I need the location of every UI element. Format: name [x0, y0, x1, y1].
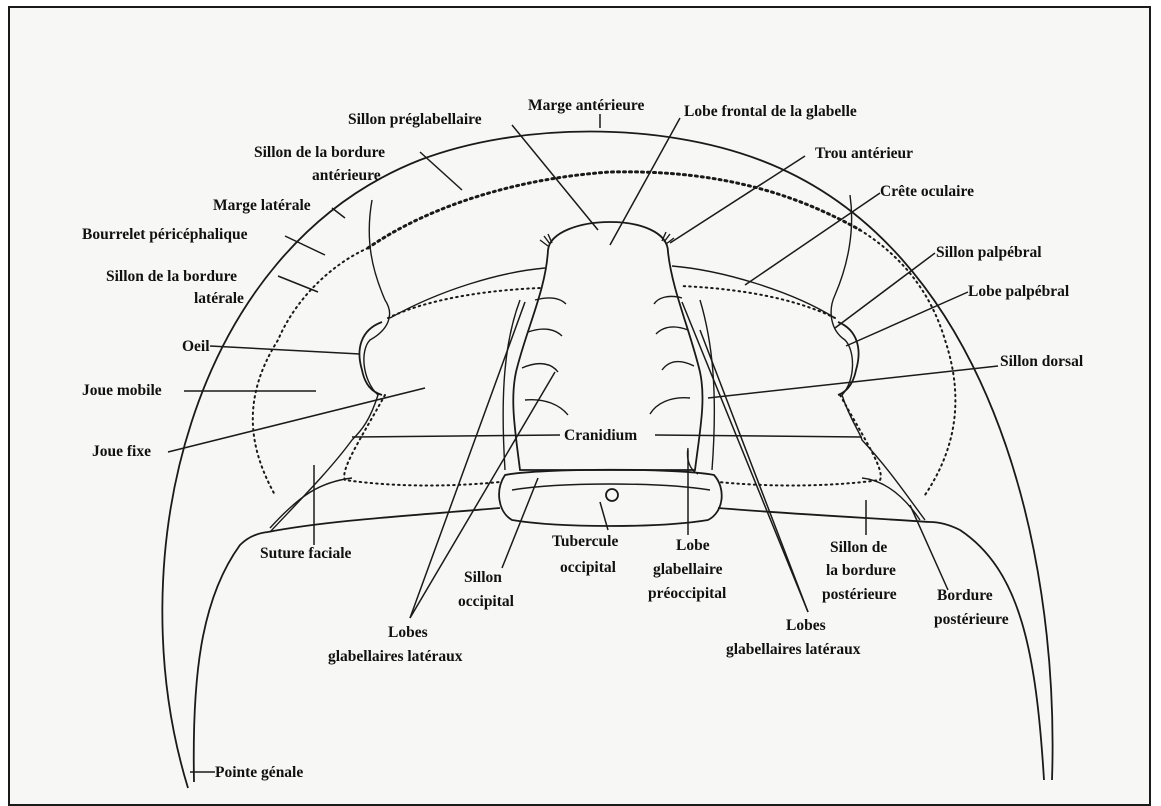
label-crete-oculaire: Crête oculaire	[880, 183, 974, 200]
label-lobes-lat-left-1: Lobes	[388, 624, 428, 641]
label-lobe-preoccipital-1: Lobe	[676, 537, 710, 554]
label-lobe-preoccipital-3: préoccipital	[648, 585, 727, 602]
label-lobes-lat-left-2: glabellaires latéraux	[328, 648, 463, 665]
label-sillon-occipital-1: Sillon	[464, 569, 502, 586]
label-joue-mobile: Joue mobile	[82, 382, 162, 399]
label-sillon-palpebral: Sillon palpébral	[936, 244, 1042, 261]
label-oeil: Oeil	[182, 338, 210, 355]
label-bordure-posterieure-1: Bordure	[937, 587, 993, 604]
label-sillon-bordure-anterieure-1: Sillon de la bordure	[254, 144, 385, 161]
label-sillon-bordure-anterieure-2: antérieure	[312, 167, 381, 184]
label-sillon-bordure-posterieure-1: Sillon de	[830, 539, 887, 556]
leader-sillon-preglabellaire	[512, 125, 598, 230]
label-pointe-genale: Pointe génale	[215, 764, 303, 781]
leader-cranidium-right	[655, 435, 862, 437]
label-lobe-palpebral: Lobe palpébral	[968, 283, 1070, 300]
glabellar-furrow-l1	[535, 298, 566, 304]
eye-left	[359, 322, 382, 395]
label-lobe-frontal: Lobe frontal de la glabelle	[684, 103, 857, 120]
lateral-border-furrow-right	[860, 230, 955, 495]
ocular-ridge-right	[672, 266, 835, 318]
genal-spine-right-inner	[930, 522, 1044, 780]
leader-marge-laterale	[332, 208, 345, 218]
labels: Marge antérieure Lobe frontal de la glab…	[82, 97, 1084, 781]
leader-bordure-posterieure	[910, 505, 948, 590]
label-suture-faciale: Suture faciale	[260, 545, 352, 562]
leader-sillon-bordure-laterale	[278, 276, 318, 292]
posterior-border-left	[268, 508, 500, 532]
leader-trou-anterieur	[670, 156, 805, 243]
label-lobes-lat-right-2: glabellaires latéraux	[726, 641, 861, 658]
fixed-cheek-dotted-left	[344, 288, 540, 486]
label-trou-anterieur: Trou antérieur	[815, 145, 913, 162]
glabellar-furrow-r3	[662, 362, 694, 370]
label-sillon-preglabellaire: Sillon préglabellaire	[348, 111, 482, 128]
leader-lobe-palpebral	[846, 292, 968, 346]
label-tubercule-1: Tubercule	[552, 533, 618, 550]
cephalon-outer-margin	[162, 132, 1052, 789]
label-sillon-dorsal: Sillon dorsal	[1000, 353, 1084, 370]
leader-sillon-dorsal	[708, 366, 998, 398]
leader-sillon-bordure-anterieure	[420, 152, 462, 190]
label-bourrelet: Bourrelet péricéphalique	[82, 226, 248, 243]
label-lobes-lat-right-1: Lobes	[786, 617, 826, 634]
label-sillon-bordure-laterale-2: latérale	[194, 290, 244, 307]
leader-bourrelet	[285, 236, 325, 255]
label-marge-laterale: Marge latérale	[213, 197, 311, 214]
label-lobe-preoccipital-2: glabellaire	[653, 561, 723, 578]
posterior-border-right	[718, 508, 930, 522]
label-cranidium: Cranidium	[564, 427, 637, 444]
label-sillon-bordure-posterieure-2: la bordure	[826, 562, 896, 579]
label-bordure-posterieure-2: postérieure	[934, 611, 1009, 628]
label-sillon-bordure-posterieure-3: postérieure	[822, 586, 897, 603]
label-tubercule-2: occipital	[560, 559, 617, 576]
glabellar-furrow-l2	[528, 329, 562, 336]
leader-oeil	[210, 346, 360, 354]
glabellar-furrow-l3	[522, 364, 558, 372]
label-sillon-occipital-2: occipital	[458, 593, 515, 610]
glabellar-furrow-r4	[650, 398, 690, 414]
genal-spine-left-inner	[194, 532, 268, 782]
leader-joue-fixe	[168, 388, 425, 452]
leader-cranidium-left	[352, 435, 560, 437]
posterior-border-inner-left	[270, 478, 352, 528]
leader-sillon-palpebral	[835, 253, 935, 328]
glabellar-furrow-r2	[656, 327, 688, 334]
label-sillon-bordure-laterale-1: Sillon de la bordure	[106, 268, 237, 285]
occipital-tubercle	[606, 489, 618, 501]
label-joue-fixe: Joue fixe	[92, 443, 151, 460]
posterior-border-inner-right	[862, 478, 920, 520]
leader-lobe-frontal	[610, 118, 680, 245]
label-marge-anterieure: Marge antérieure	[528, 97, 644, 114]
